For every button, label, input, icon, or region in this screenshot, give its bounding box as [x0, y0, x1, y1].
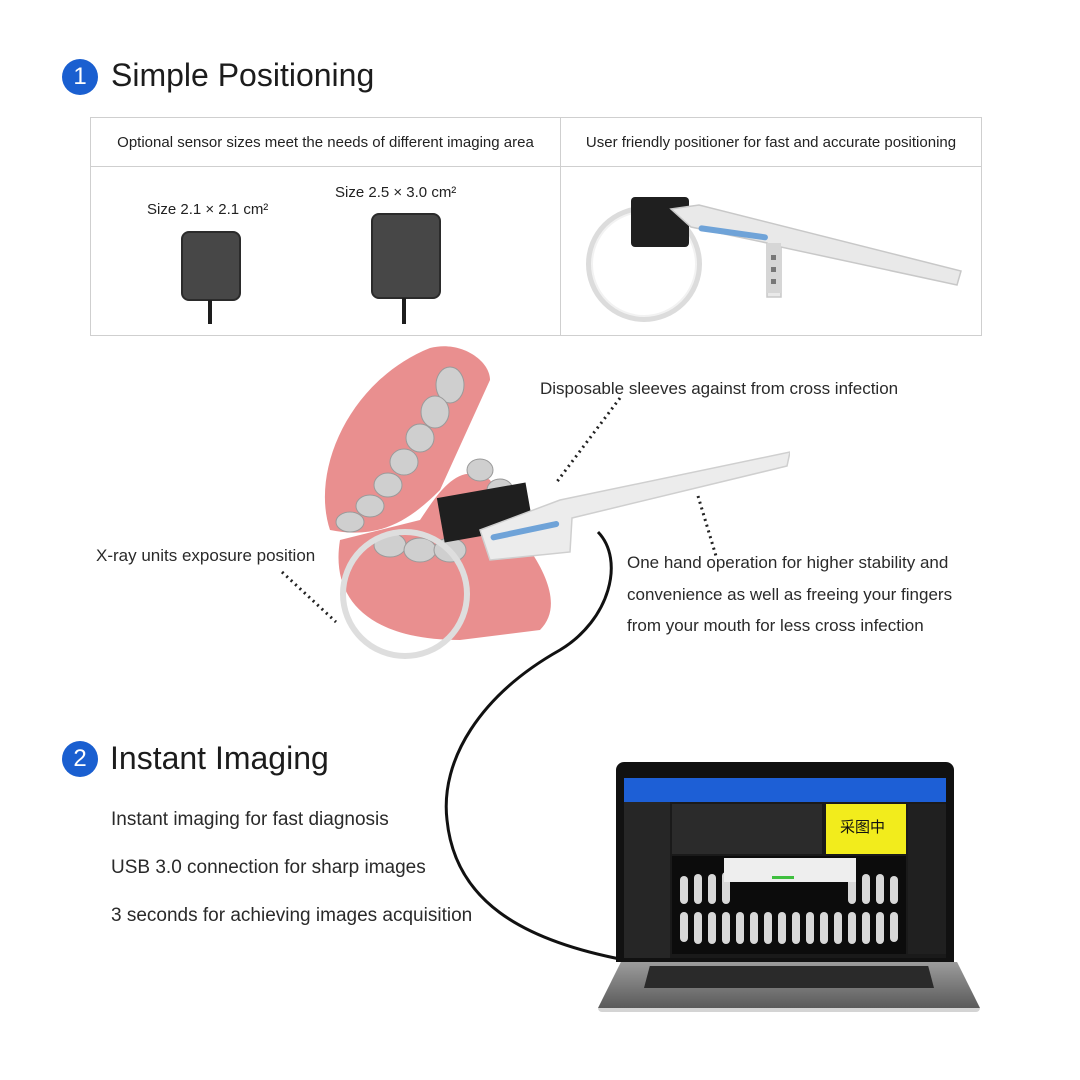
section-number-badge: 1 [62, 59, 98, 95]
sensor-large-label: Size 2.5 × 3.0 cm² [335, 184, 457, 201]
note-sleeves: Disposable sleeves against from cross in… [540, 379, 899, 398]
sensor-sizes-cell: Size 2.1 × 2.1 cm² Size 2.5 × 3.0 cm² [90, 166, 561, 336]
note-one-hand-line-2: convenience as well as freeing your fing… [627, 585, 953, 604]
sensor-small-cable [208, 300, 212, 324]
feature-item: USB 3.0 connection for sharp images [111, 857, 426, 878]
laptop-front-edge [598, 1008, 980, 1012]
section-title: Instant Imaging [110, 740, 329, 776]
positioner-cell [560, 166, 982, 336]
table-header-left: Optional sensor sizes meet the needs of … [90, 117, 561, 167]
sensor-small-label: Size 2.1 × 2.1 cm² [147, 201, 269, 218]
table-header-right: User friendly positioner for fast and ac… [560, 117, 982, 167]
imaging-software-window: 采图中 [624, 778, 946, 958]
sensor-large-cable [402, 298, 406, 324]
note-one-hand-line-3: from your mouth for less cross infection [627, 616, 924, 635]
dental-model-illustration [324, 346, 790, 659]
tooth-chart-panel [672, 804, 822, 854]
feature-table: Optional sensor sizes meet the needs of … [90, 117, 982, 336]
sensor-large-image [371, 213, 441, 299]
feature-item: 3 seconds for achieving images acquisiti… [111, 905, 473, 926]
xray-image-area [672, 856, 906, 954]
capture-status-text: 采图中 [840, 819, 886, 836]
section-title: Simple Positioning [111, 57, 375, 93]
positioner-image [586, 197, 962, 322]
software-right-panel [908, 804, 946, 954]
laptop-keyboard [644, 966, 934, 988]
feature-item: Instant imaging for fast diagnosis [111, 809, 389, 830]
xray-teeth-image [680, 858, 898, 944]
laptop: 采图中 [598, 762, 980, 1014]
note-xray-position: X-ray units exposure position [96, 546, 316, 565]
section-number-badge: 2 [62, 741, 98, 777]
note-one-hand-line-1: One hand operation for higher stability … [627, 553, 949, 572]
software-sidebar [624, 802, 670, 958]
capture-status-panel: 采图中 [826, 804, 906, 854]
software-title-bar [624, 778, 946, 802]
